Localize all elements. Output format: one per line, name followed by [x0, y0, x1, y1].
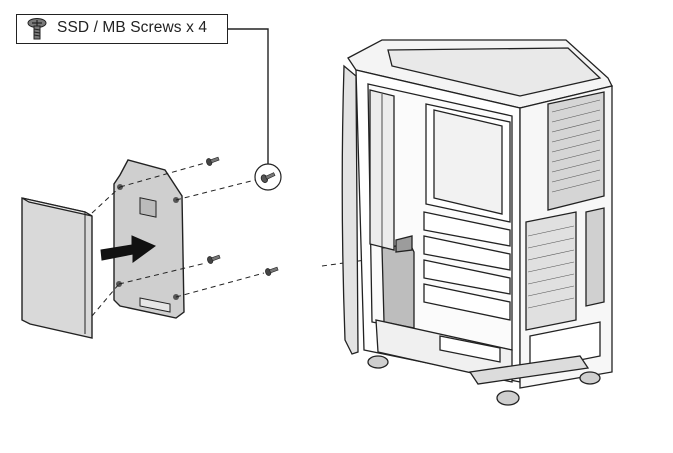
ssd-bracket	[113, 159, 185, 319]
screw-icon	[24, 17, 50, 41]
case-foot	[579, 371, 601, 385]
screw-bottom-left	[207, 254, 221, 264]
insert-arrow	[100, 235, 157, 263]
installed-ssd	[381, 243, 415, 329]
legend-label: SSD / MB Screws x 4	[57, 19, 208, 36]
case-foot	[496, 390, 520, 406]
ssd-drive	[21, 197, 93, 339]
expansion-slots	[423, 211, 511, 321]
screw-top-left	[206, 156, 220, 166]
screw-legend: SSD / MB Screws x 4	[16, 14, 228, 44]
callout-line	[228, 28, 269, 168]
side-vent	[585, 207, 605, 307]
callout-screw-icon	[260, 172, 276, 183]
rear-fan	[547, 91, 605, 211]
case-foot	[367, 355, 389, 369]
pc-case	[341, 39, 613, 406]
screw-bottom-right	[265, 266, 279, 276]
